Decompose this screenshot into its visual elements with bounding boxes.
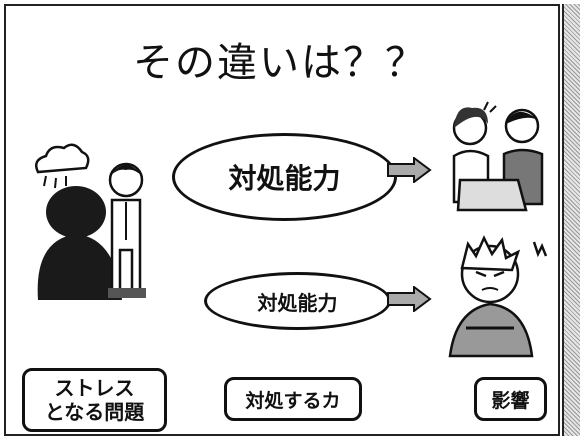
coping-power-box: 対処するカ: [224, 377, 362, 421]
stress-problem-box: ストレス となる問題: [22, 368, 167, 432]
frustrated-man-illustration: [448, 235, 548, 358]
right-arrow-icon: [387, 157, 432, 183]
effect-box: 影響: [474, 377, 547, 421]
scrollbar[interactable]: [562, 4, 580, 436]
coping-ability-oval-large: 対処能力: [172, 133, 397, 221]
stress-problem-line2: となる問題: [44, 400, 145, 424]
effect-label: 影響: [491, 389, 530, 412]
coping-power-label: 対処するカ: [245, 389, 341, 412]
slide-title: その違いは？？: [133, 40, 427, 86]
dark-cloud-icon: [35, 143, 90, 189]
stressed-people-illustration: [35, 143, 146, 300]
coping-ability-oval-small: 対処能力: [204, 272, 391, 330]
stress-problem-line1: ストレス: [54, 376, 135, 400]
slide-frame: [4, 4, 560, 436]
right-arrow-icon: [387, 286, 432, 312]
coworkers-laptop-illustration: [452, 101, 544, 212]
